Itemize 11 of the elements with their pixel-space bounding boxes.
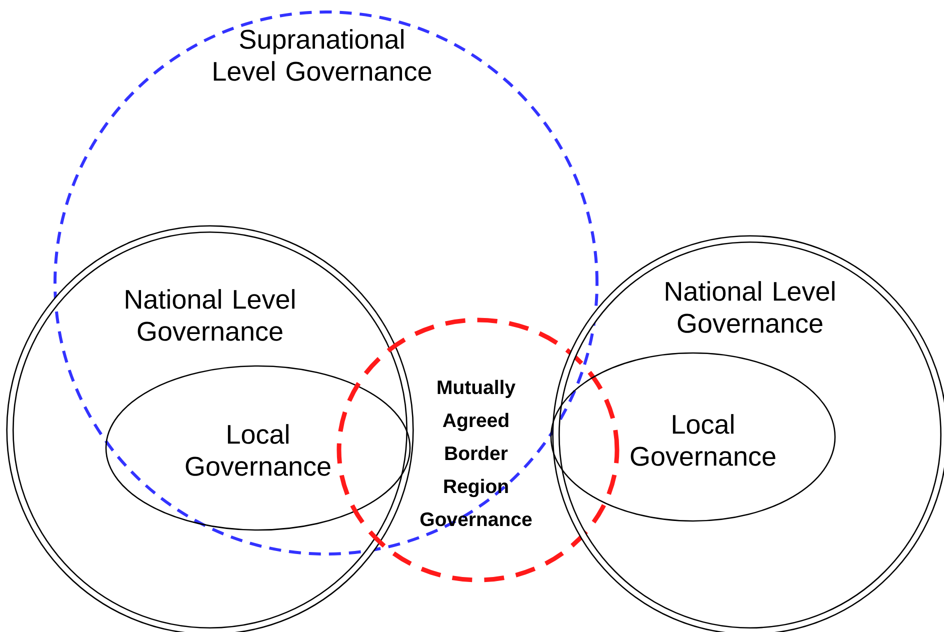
ellipse (105, 365, 411, 531)
region-label: Local Governance (630, 414, 776, 466)
double-circle (552, 235, 944, 632)
region-label: Supranational Level Governance (214, 29, 432, 81)
region-label: Mutually Agreed Border Region Governance (420, 380, 532, 526)
region-label: National Level Governance (666, 281, 834, 333)
dashed-circle (54, 10, 598, 556)
region-label: National Level Governance (126, 289, 294, 341)
double-circle (6, 225, 414, 632)
region-label: Local Governance (186, 424, 330, 476)
dashed-circle (336, 318, 620, 582)
